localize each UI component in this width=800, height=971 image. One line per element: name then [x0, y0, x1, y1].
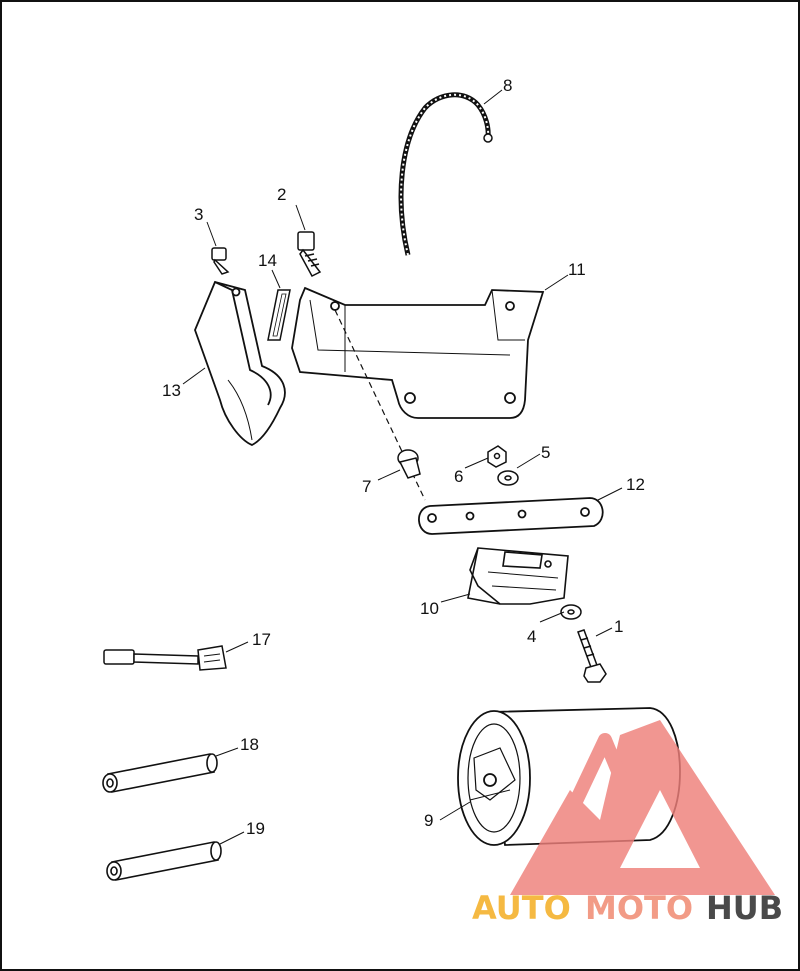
part-washer-5 [497, 470, 519, 486]
part-cable-strap [398, 92, 493, 256]
watermark-text: AUTO MOTO HUB [472, 889, 783, 927]
watermark-logo [510, 720, 775, 895]
part-bracket-11 [291, 286, 545, 419]
callout-10: 10 [420, 599, 439, 618]
callout-14: 14 [258, 251, 277, 270]
part-bracket-10 [467, 547, 569, 605]
part-washer-4 [560, 604, 582, 620]
part-plate-12 [418, 497, 604, 535]
watermark-hub: HUB [706, 889, 783, 927]
watermark-auto: AUTO [472, 889, 571, 927]
watermark-moto: MOTO [585, 889, 693, 927]
callout-3: 3 [194, 205, 203, 224]
callout-9: 9 [424, 811, 433, 830]
callout-17: 17 [252, 630, 271, 649]
part-screw-3 [211, 247, 230, 275]
callout-1: 1 [614, 617, 623, 636]
callout-6: 6 [454, 467, 463, 486]
part-sleeve-18 [102, 753, 218, 793]
leader-lines [182, 89, 623, 845]
part-grommet-7 [397, 449, 421, 479]
callout-2: 2 [277, 185, 286, 204]
part-bolt-2 [297, 231, 322, 277]
callout-12: 12 [626, 475, 645, 494]
callout-11: 11 [568, 260, 586, 279]
part-harness-17 [103, 645, 227, 671]
callout-5: 5 [541, 443, 550, 462]
callout-8: 8 [503, 76, 512, 95]
callouts: 1 2 3 4 5 6 7 8 9 10 11 12 13 14 17 18 1… [162, 76, 645, 838]
callout-18: 18 [240, 735, 259, 754]
callout-7: 7 [362, 477, 371, 496]
part-bolt-1 [577, 629, 607, 683]
callout-19: 19 [246, 819, 265, 838]
part-sleeve-19 [106, 841, 222, 881]
part-nut-6 [487, 445, 507, 468]
part-gasket-14 [267, 289, 291, 341]
callout-4: 4 [527, 627, 536, 646]
part-cover-13 [194, 280, 286, 446]
callout-13: 13 [162, 381, 181, 400]
